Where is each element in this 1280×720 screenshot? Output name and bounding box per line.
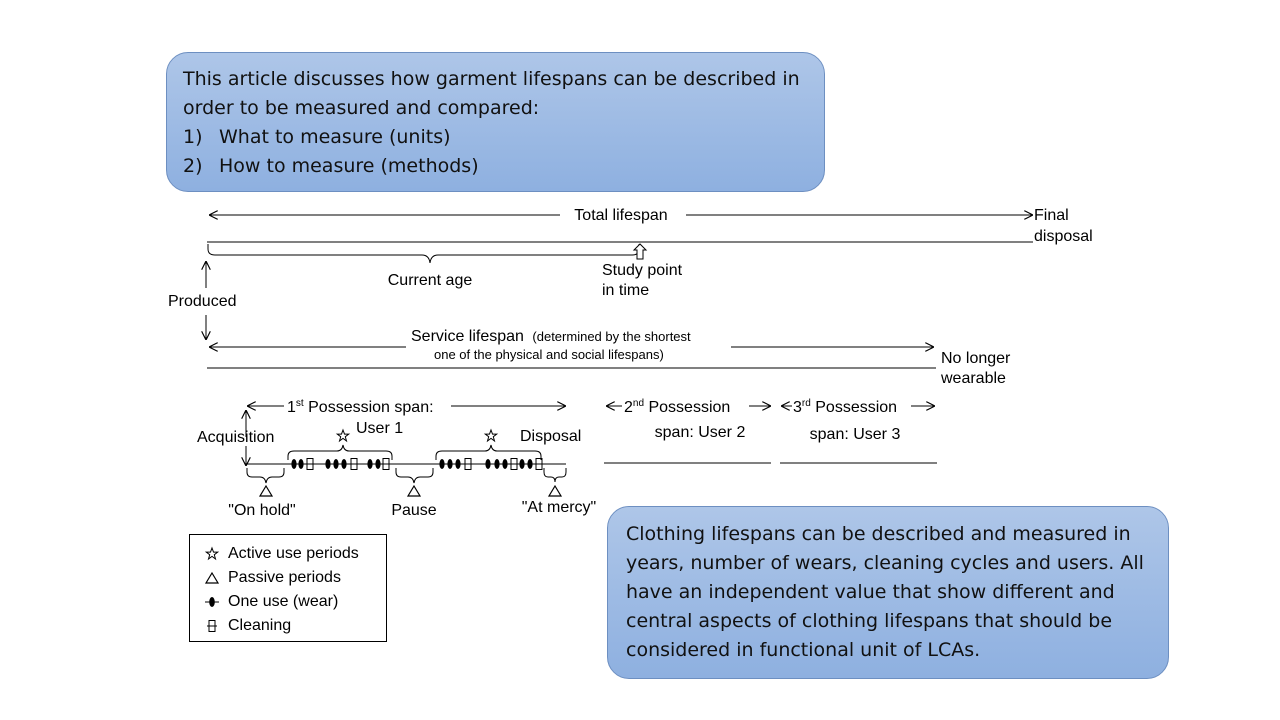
- possession2-span-label: span: User 2: [655, 424, 746, 441]
- wear-icon: [524, 458, 536, 470]
- pause-label: Pause: [391, 502, 436, 519]
- summary-text: This article discusses how garment lifes…: [183, 68, 800, 119]
- acquisition-label: Acquisition: [197, 429, 274, 446]
- list-number: 1): [183, 126, 203, 148]
- no-longer-wearable-label: No longer: [941, 350, 1011, 367]
- service-lifespan-note: (determined by the shortest: [532, 329, 691, 344]
- cleaning-icon: [348, 458, 360, 470]
- current-age-label: Current age: [388, 272, 473, 289]
- list-text: How to measure (methods): [219, 155, 479, 177]
- triangle-icon: [548, 485, 562, 497]
- legend-label: Cleaning: [228, 617, 292, 634]
- triangle-icon: [407, 485, 421, 497]
- list-number: 2): [183, 155, 203, 177]
- wear-icon: [338, 458, 350, 470]
- cleaning-icon: [462, 458, 474, 470]
- star-icon: [484, 429, 498, 442]
- wear-icon: [295, 458, 307, 470]
- legend-item: One use (wear): [200, 590, 386, 614]
- possession1-label: 1st Possession span:: [287, 398, 434, 416]
- list-text: What to measure (units): [219, 126, 451, 148]
- legend-item: Passive periods: [200, 566, 386, 590]
- at-mercy-label: "At mercy": [522, 499, 596, 516]
- list-item: 2) How to measure (methods): [183, 152, 808, 181]
- study-point-label-2: in time: [602, 282, 649, 299]
- legend-item: Cleaning: [200, 614, 386, 638]
- cleaning-icon: [200, 618, 224, 634]
- list-item: 1) What to measure (units): [183, 123, 808, 152]
- produced-label: Produced: [168, 293, 237, 310]
- star-icon: [200, 546, 224, 562]
- legend-label: Active use periods: [228, 545, 359, 562]
- legend-label: One use (wear): [228, 593, 339, 610]
- article-summary-callout: This article discusses how garment lifes…: [166, 52, 825, 192]
- service-lifespan-title: Service lifespan: [411, 328, 524, 345]
- possession3-span-label: span: User 3: [810, 426, 901, 443]
- active-use-brace-2: [435, 444, 542, 460]
- triangle-icon: [200, 570, 224, 586]
- study-point-label: Study point: [602, 262, 683, 279]
- study-point-arrow: [632, 243, 648, 260]
- user1-label: User 1: [356, 420, 403, 437]
- wear-icon: [482, 458, 494, 470]
- legend: Active use periods Passive periods One u…: [189, 534, 387, 642]
- cleaning-icon: [380, 458, 392, 470]
- triangle-icon: [259, 485, 273, 497]
- conclusion-callout: Clothing lifespans can be described and …: [607, 506, 1169, 679]
- cleaning-icon: [533, 458, 545, 470]
- service-lifespan-note-2: one of the physical and social lifespans…: [434, 347, 664, 362]
- wear-icon: [200, 594, 224, 610]
- legend-label: Passive periods: [228, 569, 341, 586]
- possession3-label: 3rd Possession: [793, 398, 897, 416]
- pause-brace: [395, 468, 434, 484]
- on-hold-brace: [246, 468, 285, 484]
- final-disposal-label-2: disposal: [1034, 228, 1093, 245]
- service-lifespan-label: Service lifespan (determined by the shor…: [411, 328, 691, 345]
- wear-icon: [452, 458, 464, 470]
- wear-icon: [499, 458, 511, 470]
- no-longer-wearable-label-2: wearable: [940, 370, 1006, 387]
- on-hold-label: "On hold": [228, 502, 295, 519]
- disposal-label: Disposal: [520, 428, 581, 445]
- possession2-label: 2nd Possession: [624, 398, 730, 416]
- total-lifespan-label: Total lifespan: [574, 207, 667, 224]
- star-icon: [336, 429, 350, 442]
- current-age-brace: [207, 244, 640, 264]
- active-use-brace-1: [287, 444, 393, 460]
- legend-item: Active use periods: [200, 542, 386, 566]
- at-mercy-brace: [543, 468, 567, 483]
- conclusion-text: Clothing lifespans can be described and …: [626, 523, 1144, 661]
- cleaning-icon: [304, 458, 316, 470]
- final-disposal-label: Final: [1034, 207, 1069, 224]
